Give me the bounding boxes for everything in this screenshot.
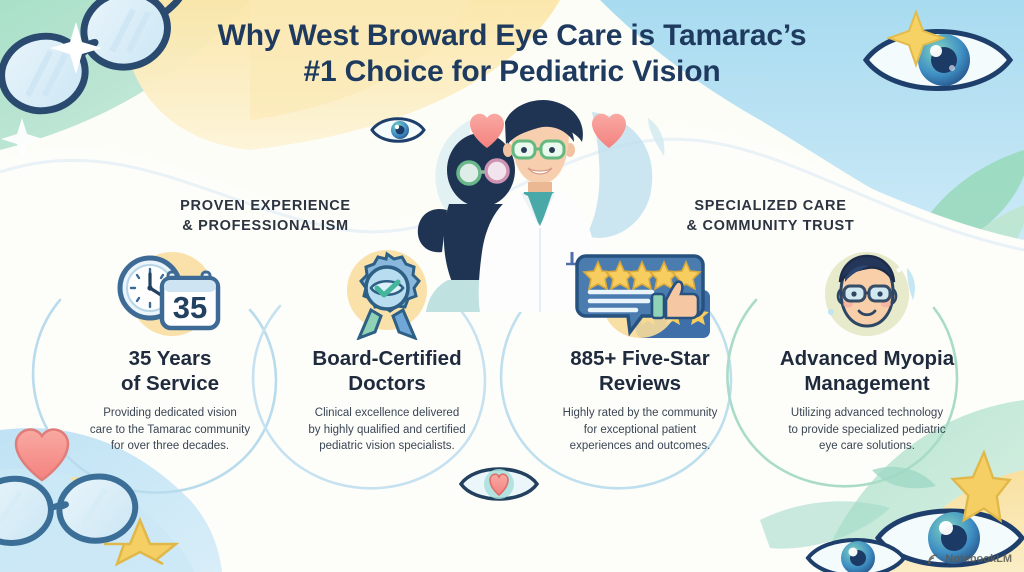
card-title-line2: Doctors — [348, 372, 426, 395]
eye-bottom-right-small-icon — [805, 538, 907, 572]
feature-card-board-certified-doctors: Board-Certified Doctors Clinical excelle… — [272, 248, 502, 455]
card-desc-line2: care to the Tamarac community — [89, 423, 251, 436]
section-header-specialized-care: SPECIALIZED CARE & COMMUNITY TRUST — [638, 196, 903, 236]
card-title: 885+ Five-Star Reviews — [525, 346, 755, 396]
card-arc-3 — [499, 300, 733, 490]
sparkle-four-point-lower-left-icon — [1, 118, 43, 160]
card-desc-line1: Utilizing advanced technology — [790, 407, 944, 419]
card-title-line1: Board-Certified — [312, 347, 462, 370]
card-desc-line1: Providing dedicated vision — [103, 407, 237, 419]
child-with-glasses-icon — [752, 248, 982, 340]
card-desc-line2: by highly qualified and certified — [308, 423, 466, 436]
card-desc-line2: for exceptional patient — [583, 423, 697, 436]
section-header-line2: & COMMUNITY TRUST — [686, 218, 855, 234]
card-title-line1: Advanced Myopia — [779, 347, 955, 370]
card-desc-line3: pediatric vision specialists. — [319, 440, 455, 452]
card-description: Highly rated by the community for except… — [525, 405, 755, 455]
page-title-line1: Why West Broward Eye Care is Tamarac’s — [217, 19, 807, 52]
heart-right-center-icon — [592, 113, 626, 148]
card-title-line1: 35 Years — [128, 347, 212, 370]
card-arc-1 — [31, 298, 278, 494]
award-ribbon-eye-check-icon — [272, 248, 502, 340]
watermark-label: NotebookLM — [945, 553, 1012, 565]
card-desc-line2: to provide specialized pediatric — [788, 423, 946, 436]
page-title: Why West Broward Eye Care is Tamarac’s #… — [0, 18, 1024, 90]
card-desc-line3: experiences and outcomes. — [569, 440, 711, 452]
page-title-line2: #1 Choice for Pediatric Vision — [303, 55, 721, 88]
notebooklm-logo-icon — [928, 554, 938, 565]
card-desc-line3: eye care solutions. — [819, 440, 915, 452]
card-description: Utilizing advanced technology to provide… — [752, 405, 982, 455]
card-title-line1: 885+ Five-Star — [570, 347, 710, 370]
calendar-number: 35 — [173, 290, 207, 325]
feature-card-years-of-service: 35 35 Years of Service Providing dedicat… — [55, 248, 285, 455]
star-bottom-left-icon — [104, 516, 180, 567]
eye-with-heart-bottom-center-icon — [458, 467, 540, 501]
section-header-line1: PROVEN EXPERIENCE — [180, 198, 351, 214]
card-title: Advanced Myopia Management — [752, 346, 982, 396]
card-description: Clinical excellence delivered by highly … — [272, 405, 502, 455]
card-title-line2: Reviews — [598, 372, 682, 395]
section-header-line1: SPECIALIZED CARE — [694, 198, 847, 214]
card-title: 35 Years of Service — [55, 346, 285, 396]
sparkle-four-point-top-left-icon — [50, 22, 102, 74]
heart-bottom-left-icon — [14, 428, 70, 482]
star-bottom-right-icon — [950, 449, 1012, 523]
eyeglasses-top-left-icon — [0, 0, 187, 115]
eye-mid-left-icon — [370, 117, 426, 143]
card-desc-line1: Clinical excellence delivered — [314, 407, 460, 419]
card-desc-line3: for over three decades. — [110, 440, 230, 452]
card-desc-line1: Highly rated by the community — [562, 407, 718, 419]
section-header-line2: & PROFESSIONALISM — [182, 218, 349, 234]
large-eye-top-right-icon — [862, 29, 1014, 91]
star-top-right-icon — [885, 9, 947, 69]
feature-card-advanced-myopia-management: Advanced Myopia Management Utilizing adv… — [752, 248, 982, 455]
eyeglasses-bottom-left-icon — [0, 473, 139, 546]
card-title-line2: Management — [804, 372, 930, 395]
feature-card-five-star-reviews: 885+ Five-Star Reviews Highly rated by t… — [525, 248, 755, 455]
section-header-proven-experience: PROVEN EXPERIENCE & PROFESSIONALISM — [133, 196, 398, 236]
heart-left-center-icon — [470, 113, 504, 148]
card-arc-2 — [251, 304, 487, 490]
review-bubble-stars-thumbsup-icon — [525, 248, 755, 340]
eye-bottom-right-icon — [874, 508, 1024, 568]
star-rating-group — [582, 260, 702, 291]
card-description: Providing dedicated vision care to the T… — [55, 405, 285, 455]
card-title: Board-Certified Doctors — [272, 346, 502, 396]
card-title-line2: of Service — [121, 372, 219, 395]
card-arc-4 — [726, 298, 959, 488]
notebooklm-watermark: NotebookLM — [927, 553, 1012, 565]
clock-calendar-icon: 35 — [55, 248, 285, 340]
